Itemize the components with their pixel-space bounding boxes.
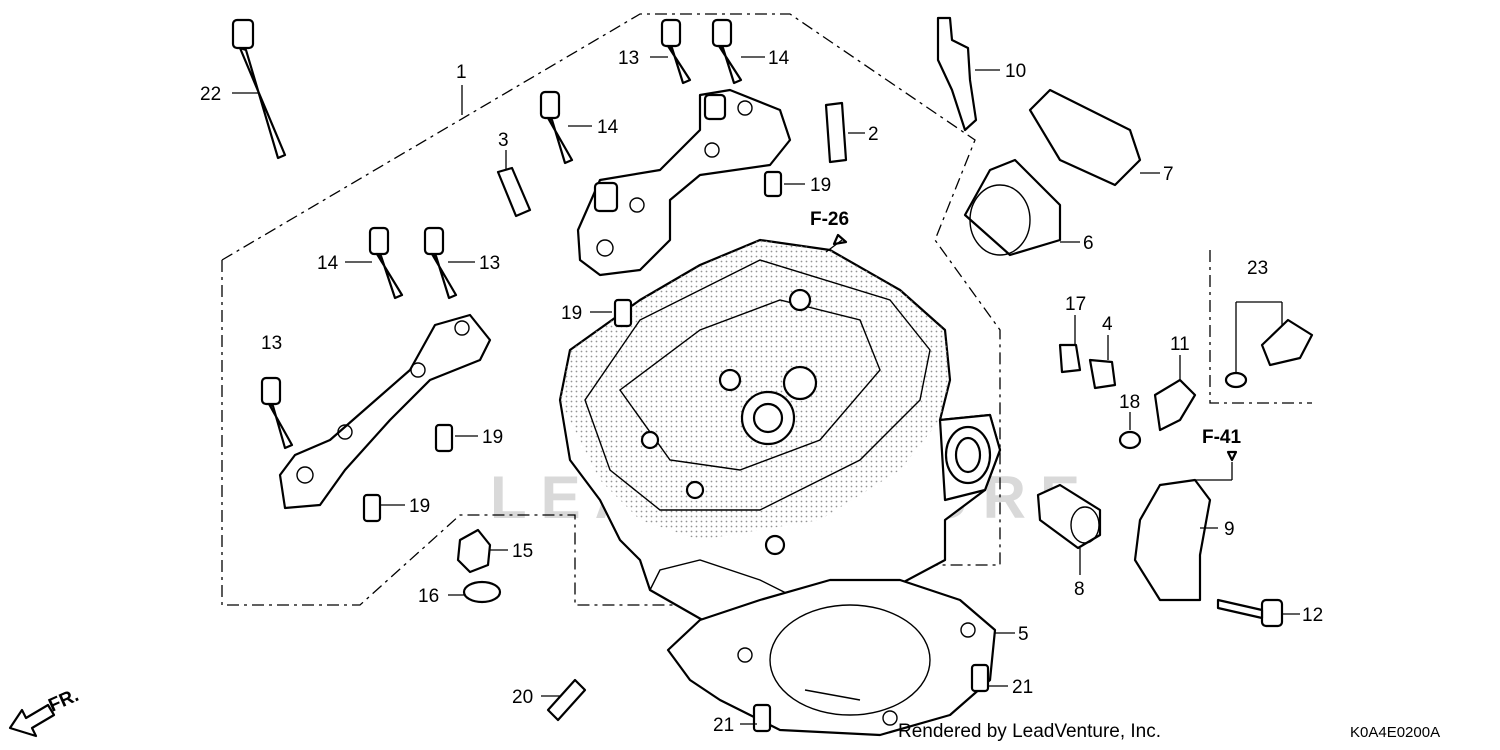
callout-21-a: 21 [1012,677,1033,698]
callout-7: 7 [1163,164,1174,185]
callout-14-c: 14 [317,253,339,274]
callout-19-c: 19 [482,427,503,448]
callout-10: 10 [1005,61,1026,82]
intake-parts [936,16,1314,602]
callout-11: 11 [1170,334,1190,355]
callout-18: 18 [1119,392,1140,413]
bolts [231,18,1284,628]
callout-4: 4 [1102,314,1113,335]
callout-17: 17 [1065,294,1086,315]
callout-13-a: 13 [618,48,639,69]
callout-3: 3 [498,130,509,151]
callout-13-c: 13 [261,333,282,354]
callout-13-b: 13 [479,253,500,274]
callout-23: 23 [1247,258,1268,279]
small-parts [362,101,990,733]
callout-19-d: 19 [409,496,430,517]
callout-19-b: 19 [561,303,582,324]
leader-lines [232,56,1300,725]
direction-label: FR. [45,685,82,717]
callout-21-b: 21 [713,715,734,736]
callout-9: 9 [1224,519,1235,540]
callout-12: 12 [1302,605,1323,626]
diagram-code: K0A4E0200A [1350,724,1440,741]
head-gasket [666,578,997,737]
cylinder-head [558,238,1002,632]
grouping-outlines [221,13,1312,606]
callout-19-a: 19 [810,175,831,196]
callout-15: 15 [512,541,533,562]
callout-8: 8 [1074,579,1085,600]
callout-14-b: 14 [597,117,619,138]
direction-indicator: FR. [8,685,82,738]
credit-text: Rendered by LeadVenture, Inc. [898,721,1161,742]
callout-14-a: 14 [768,48,790,69]
reference-f41: F-41 [1202,427,1242,448]
callout-20: 20 [512,687,533,708]
camshaft-holder-lower [278,313,492,510]
callout-5: 5 [1018,624,1029,645]
callout-labels: 22 1 13 14 14 2 3 19 10 7 6 14 13 19 13 … [200,48,1323,736]
camshaft-holder-upper [576,88,792,277]
callout-6: 6 [1083,233,1094,254]
callout-22: 22 [200,84,221,105]
callout-1: 1 [456,62,467,83]
callout-2: 2 [868,124,879,145]
callout-16: 16 [418,586,439,607]
reference-labels: F-26 F-41 [810,209,1242,462]
reference-f26: F-26 [810,209,849,230]
